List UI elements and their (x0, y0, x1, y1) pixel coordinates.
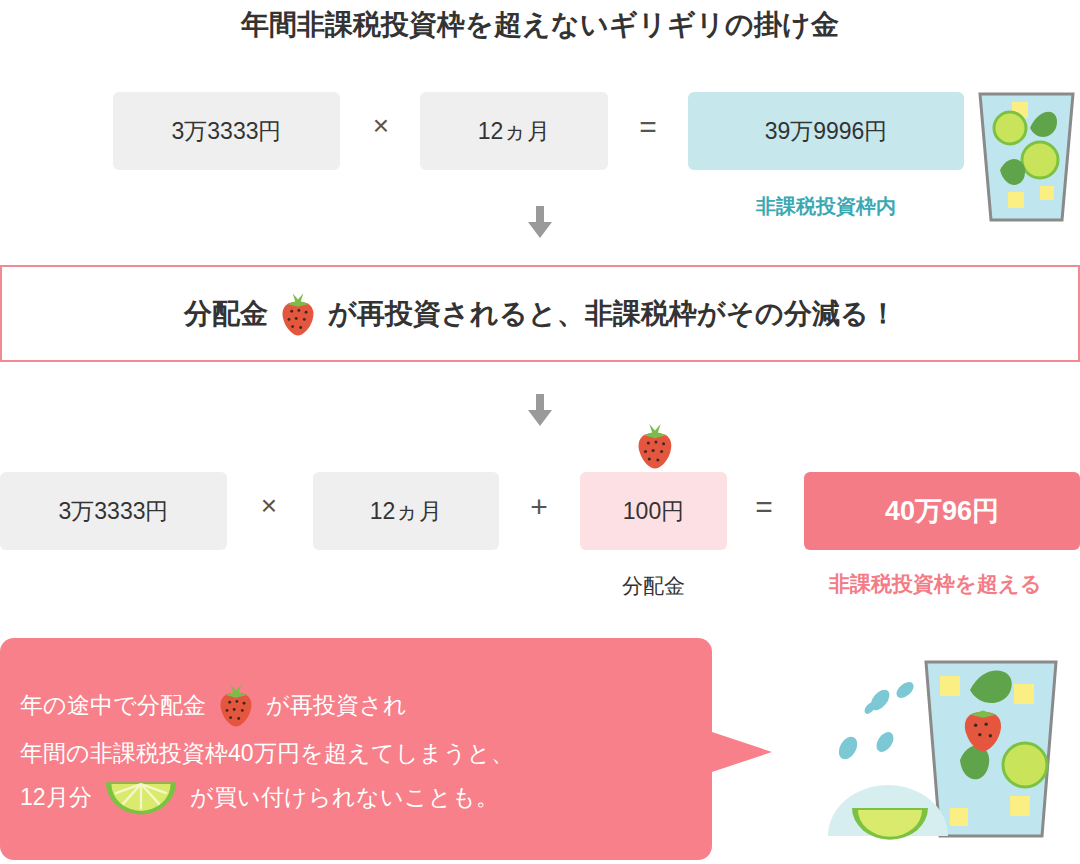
value-box: 12ヵ月 (313, 472, 499, 550)
text-line: 12月分 が買い付けられないことも。 (20, 778, 499, 816)
operator-sign: = (639, 110, 657, 144)
node-text: 40万96円 (885, 491, 999, 532)
spilling-glass (828, 662, 1056, 840)
caption-label: 分配金 (622, 572, 685, 600)
text-line: 分配金 が再投資されると、非課税枠がその分減る！ (184, 291, 897, 337)
text-line: 年間の非課税投資枠40万円を超えてしまうと、 (20, 736, 514, 771)
operator-sign: × (373, 110, 389, 142)
down-arrow (528, 394, 552, 426)
node-text: 39万9996円 (765, 114, 888, 149)
callout-box: 年の途中で分配金 が再投資され年間の非課税投資枠40万円を超えてしまうと、 12月… (0, 638, 712, 860)
lime-icon (104, 778, 178, 816)
node-text: 年間の非課税投資枠40万円を超えてしまうと、 (20, 736, 514, 771)
node-text: 100円 (623, 494, 684, 529)
node-text: 3万3333円 (172, 114, 282, 149)
text-line: 3万3333円 (59, 494, 169, 529)
value-box: 3万3333円 (0, 472, 227, 550)
operator-sign: × (261, 490, 277, 522)
strawberry-icon (639, 424, 672, 469)
value-box: 12ヵ月 (420, 92, 608, 170)
operator-sign: + (530, 490, 548, 524)
caption-label: 非課税投資枠内 (756, 193, 896, 220)
node-text: 3万3333円 (59, 494, 169, 529)
value-box: 40万96円 (804, 472, 1080, 550)
down-arrow (528, 206, 552, 238)
diagram-title: 年間非課税投資枠を超えないギリギリの掛け金 (241, 6, 839, 44)
node-text: が再投資され (266, 688, 407, 723)
text-line: 12ヵ月 (478, 114, 551, 149)
value-box: 3万3333円 (113, 92, 340, 170)
strawberry-icon (280, 291, 316, 337)
node-text: が再投資されると、非課税枠がその分減る！ (328, 293, 897, 335)
node-text: 12ヵ月 (478, 114, 551, 149)
text-line: 年の途中で分配金 が再投資され (20, 682, 407, 728)
node-text: が買い付けられないことも。 (190, 780, 499, 815)
text-line: 3万3333円 (172, 114, 282, 149)
caption-label: 非課税投資枠を超える (829, 570, 1042, 598)
strawberry-icon (218, 682, 254, 728)
glass-drink (980, 94, 1073, 220)
value-box: 100円 (580, 472, 727, 550)
text-line: 12ヵ月 (370, 494, 443, 529)
text-line: 40万96円 (885, 491, 999, 532)
message-box: 分配金 が再投資されると、非課税枠がその分減る！ (0, 265, 1080, 362)
text-line: 39万9996円 (765, 114, 888, 149)
node-text: 12ヵ月 (370, 494, 443, 529)
node-text: 分配金 (184, 293, 268, 335)
text-line: 100円 (623, 494, 684, 529)
node-text: 年の途中で分配金 (20, 688, 206, 723)
value-box: 39万9996円 (688, 92, 964, 170)
node-text: 12月分 (20, 780, 92, 815)
operator-sign: = (755, 490, 773, 524)
